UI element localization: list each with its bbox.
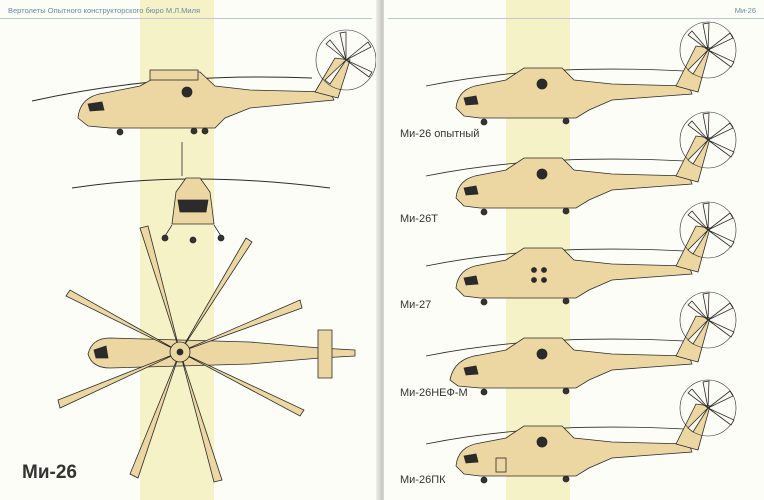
mi26-drawings: [31, 29, 377, 483]
caption-mi26nef-m: Ми-26НЕФ-М: [400, 387, 468, 399]
variant-mi27: [425, 201, 737, 306]
side-tail-rotor: [315, 29, 377, 91]
right-running-header: Ми-26: [734, 6, 756, 15]
variant-drawings: [425, 21, 737, 484]
caption-mi26pk: Ми-26ПК: [400, 474, 446, 486]
left-page: Вертолеты Опытного конструкторского бюро…: [0, 0, 380, 500]
right-header-rule: [388, 18, 764, 19]
right-page: Ми-26: [384, 0, 764, 500]
main-rotor-top: [57, 225, 305, 483]
mi26-front-view: [71, 142, 331, 244]
caption-mi27: Ми-27: [400, 299, 432, 311]
mi26-side-view: [31, 57, 351, 136]
page-title: Ми-26: [22, 462, 77, 483]
left-running-header: Вертолеты Опытного конструкторского бюро…: [8, 6, 201, 15]
left-header-rule: [0, 18, 372, 19]
variant-mi26nef-m: [425, 291, 737, 396]
variant-mi26pk: [425, 379, 737, 484]
caption-mi26t: Ми-26Т: [400, 213, 438, 225]
caption-mi26-prototype: Ми-26 опытный: [400, 128, 480, 140]
variant-mi26t: [425, 111, 737, 216]
mi26-top-view: [87, 329, 356, 379]
variant-mi26-prototype: [425, 21, 737, 126]
